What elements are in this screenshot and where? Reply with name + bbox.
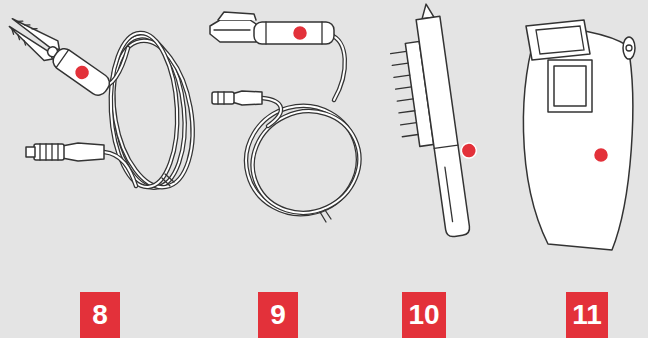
- ground-clamp-cable: [3, 12, 203, 193]
- marker-dot: [594, 148, 609, 163]
- callout-number: 11: [566, 292, 608, 338]
- chipping-hammer-brush: [384, 0, 487, 242]
- callout-number: 8: [80, 292, 120, 338]
- callout-number: 9: [258, 292, 298, 338]
- welding-mask: [523, 20, 635, 250]
- marker-dot: [460, 142, 477, 159]
- electrode-holder-cable: [210, 12, 376, 230]
- marker-dot: [72, 62, 93, 83]
- marker-dot: [293, 26, 308, 41]
- callout-number: 10: [402, 292, 445, 338]
